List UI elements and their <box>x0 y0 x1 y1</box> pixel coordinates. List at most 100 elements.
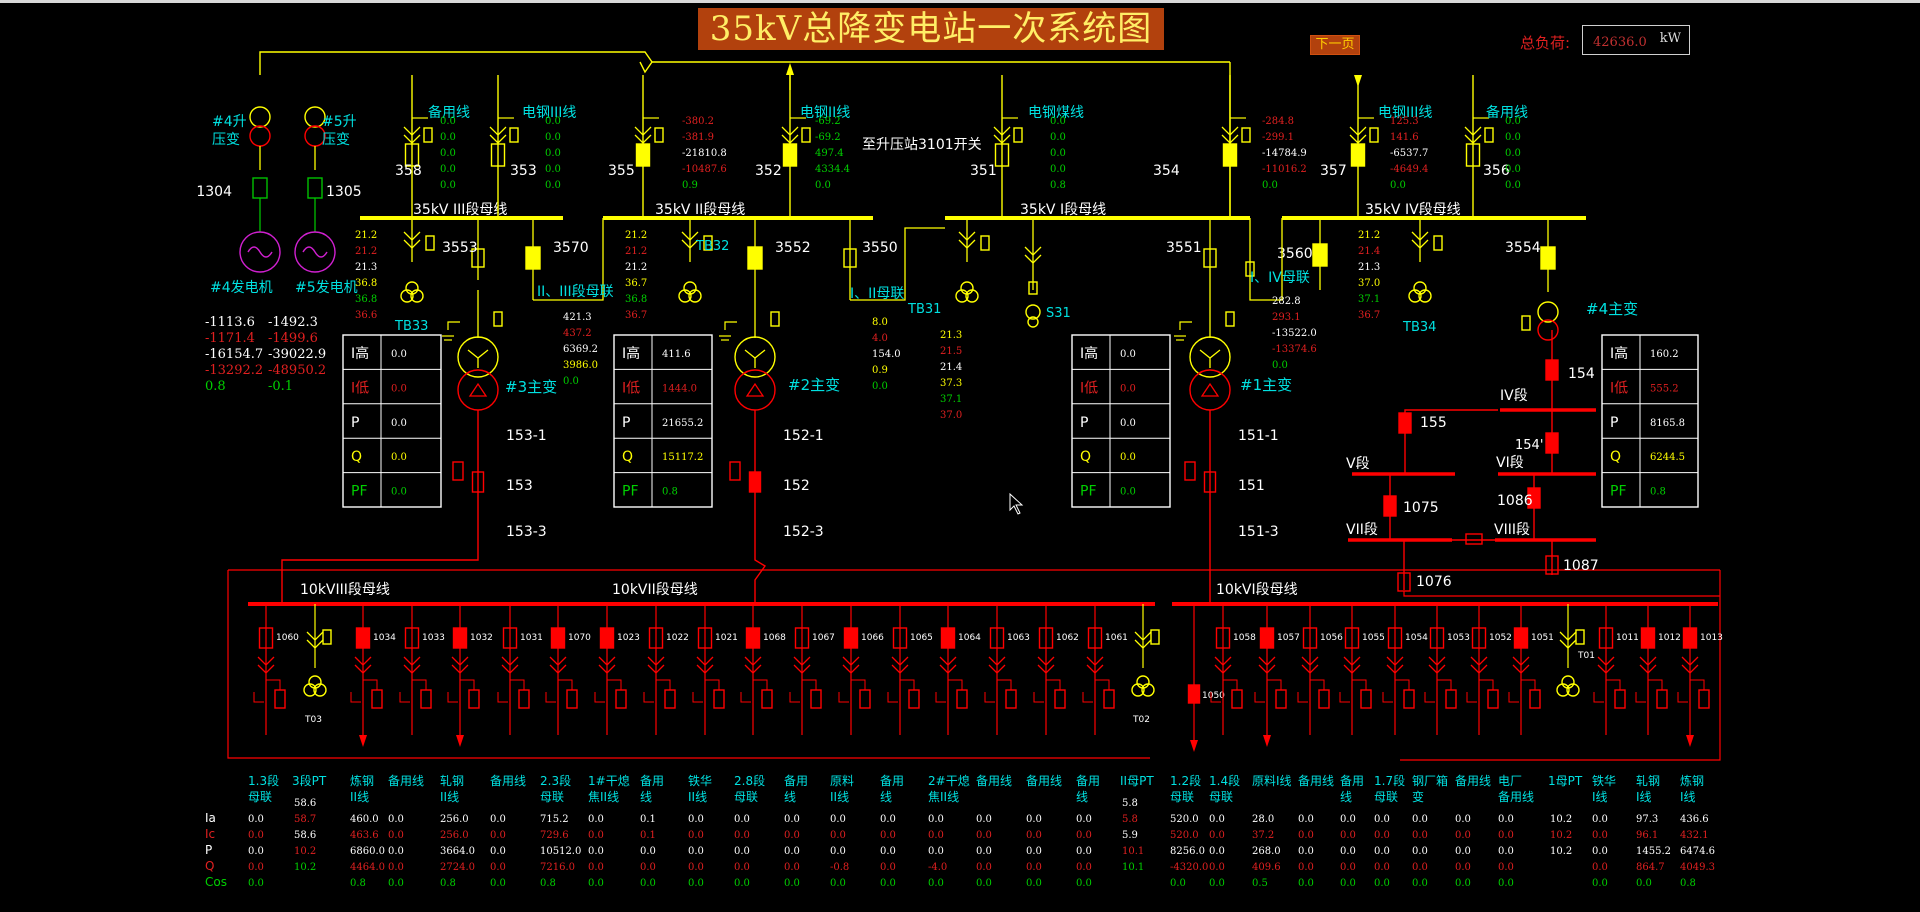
line-breaker[interactable] <box>782 143 798 167</box>
ct-icon <box>1241 127 1251 143</box>
generator-icon <box>294 231 336 273</box>
line-breaker[interactable] <box>994 143 1010 167</box>
table-column-header: II线 <box>440 790 459 804</box>
feeder-10kv-breaker[interactable] <box>1259 627 1275 649</box>
transformer-measure-value: 8165.8 <box>1650 418 1685 429</box>
transformer-measure-value: 0.0 <box>1120 383 1136 394</box>
ct-icon <box>770 311 780 327</box>
feeder-10kv-breaker[interactable] <box>892 627 908 649</box>
table-cell: 0.8 <box>1680 878 1696 889</box>
feeder-10kv-breaker[interactable] <box>1429 627 1445 649</box>
fork-icon <box>744 664 762 674</box>
section-breaker[interactable] <box>1398 412 1412 434</box>
feeder-10kv-breaker[interactable] <box>989 627 1005 649</box>
feeder-10kv-breaker[interactable] <box>648 627 664 649</box>
generator-breaker[interactable] <box>252 177 268 199</box>
section-breaker[interactable] <box>1527 487 1541 509</box>
bus-breaker[interactable] <box>1203 248 1217 268</box>
section-breaker[interactable] <box>1545 555 1559 575</box>
transformer-measure-name: I低 <box>1610 380 1628 396</box>
table-column-header: 焦II线 <box>928 790 959 804</box>
transformer-measure-box <box>1071 334 1171 508</box>
line-breaker[interactable] <box>1222 143 1238 167</box>
table-column-header: 轧钢 <box>440 774 464 788</box>
tie-breaker-label: 3550 <box>862 240 898 256</box>
bus-breaker-label: 3551 <box>1166 240 1202 256</box>
table-cell: 460.0 <box>350 814 379 825</box>
feeder-10kv-breaker[interactable] <box>1187 684 1201 704</box>
line-breaker[interactable] <box>490 143 506 167</box>
transformer-measure-name: PF <box>622 484 639 500</box>
feeder-10kv-breaker[interactable] <box>1344 627 1360 649</box>
table-cell: 0.0 <box>1298 846 1314 857</box>
fork-icon <box>842 656 860 666</box>
ground-switch-icon <box>1466 692 1477 703</box>
section-breaker[interactable] <box>1545 432 1559 454</box>
wire <box>1606 679 1621 690</box>
line-breaker[interactable] <box>1465 143 1481 167</box>
lv-disconnector-label: 151-3 <box>1238 524 1279 540</box>
feeder-10kv-breaker[interactable] <box>258 627 274 649</box>
tie-breaker[interactable] <box>843 248 857 268</box>
bus-breaker[interactable] <box>747 246 763 270</box>
ct-icon <box>1150 629 1160 645</box>
feeder-10kv-breaker[interactable] <box>1640 627 1656 649</box>
feeder-10kv-breaker[interactable] <box>502 627 518 649</box>
feeder-10kv-breaker[interactable] <box>1038 627 1054 649</box>
lv-breaker[interactable] <box>471 471 485 493</box>
line-breaker[interactable] <box>404 143 420 167</box>
bus-pt-icon <box>1561 675 1575 689</box>
table-column-header: II线 <box>688 790 707 804</box>
feeder-10kv-breaker[interactable] <box>599 627 615 649</box>
feeder-10kv-breaker[interactable] <box>1215 627 1231 649</box>
line-measure: 0.0 <box>545 180 561 191</box>
line-breaker[interactable] <box>1350 143 1366 167</box>
feeder-10kv-breaker[interactable] <box>697 627 713 649</box>
table-cell: 0.0 <box>880 814 896 825</box>
feeder-10kv-breaker[interactable] <box>1598 627 1614 649</box>
feeder-10kv-breaker[interactable] <box>1302 627 1318 649</box>
ct-icon <box>1698 689 1710 709</box>
total-load-unit: kW <box>1659 31 1681 46</box>
tie-breaker[interactable] <box>525 246 541 270</box>
generator-breaker[interactable] <box>307 177 323 199</box>
transformer-measure-value: 160.2 <box>1650 349 1679 360</box>
feeder-10kv-breaker[interactable] <box>1471 627 1487 649</box>
table-cell: 0.0 <box>1412 830 1428 841</box>
table-cell: 0.0 <box>880 862 896 873</box>
bus-breaker[interactable] <box>471 248 485 268</box>
feeder-10kv-breaker[interactable] <box>745 627 761 649</box>
feeder-10kv-breaker[interactable] <box>1387 627 1403 649</box>
feeder-10kv-breaker[interactable] <box>1087 627 1103 649</box>
next-page-button[interactable]: 下一页 <box>1310 35 1360 55</box>
line-breaker[interactable] <box>635 143 651 167</box>
section-breaker[interactable] <box>1383 495 1397 517</box>
transformer-measure-name: I高 <box>1610 345 1628 362</box>
line-measure: 141.6 <box>1390 132 1419 143</box>
ct-icon <box>1013 127 1023 143</box>
lv-breaker[interactable] <box>748 471 762 493</box>
feeder-10kv-breaker[interactable] <box>355 627 371 649</box>
feeder-10kv-breaker[interactable] <box>550 627 566 649</box>
fork-icon <box>403 664 421 674</box>
bus-breaker[interactable] <box>1540 246 1556 270</box>
tie-breaker[interactable] <box>1312 243 1328 267</box>
feeder-10kv-label: 1067 <box>812 633 835 643</box>
feeder-10kv-breaker[interactable] <box>452 627 468 649</box>
line-measure: 0.0 <box>545 116 561 127</box>
ground-switch-icon <box>1424 692 1435 703</box>
feeder-10kv-breaker[interactable] <box>1682 627 1698 649</box>
feeder-10kv-breaker[interactable] <box>940 627 956 649</box>
transformer-measure-name: PF <box>1080 484 1097 500</box>
feeder-10kv-breaker[interactable] <box>1513 627 1529 649</box>
feeder-10kv-breaker[interactable] <box>794 627 810 649</box>
main-transformer-lv-icon <box>1537 319 1559 341</box>
table-cell: 0.0 <box>388 814 404 825</box>
section-breaker[interactable] <box>1545 359 1559 381</box>
feeder-10kv-breaker[interactable] <box>404 627 420 649</box>
feeder-10kv-breaker[interactable] <box>843 627 859 649</box>
transformer-measure-value: 0.0 <box>1120 349 1136 360</box>
table-cell: 0.0 <box>1209 878 1225 889</box>
fork-icon <box>1464 134 1482 144</box>
lv-breaker[interactable] <box>1203 471 1217 493</box>
